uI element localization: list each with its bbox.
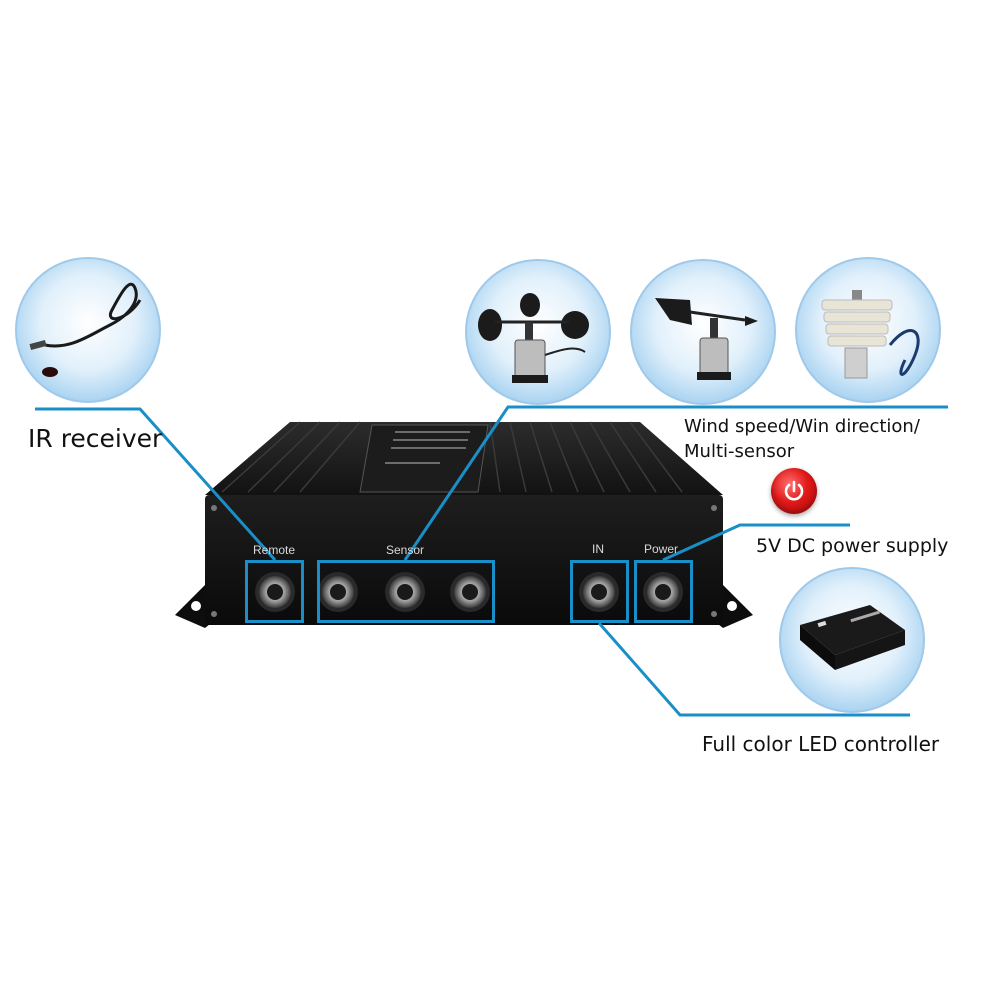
connector-sensor-3 [450, 572, 490, 612]
power-supply-label: 5V DC power supply [756, 535, 949, 557]
ir-receiver-circle [15, 257, 161, 403]
multi-sensor-circle [795, 257, 941, 403]
leader-controller [597, 622, 910, 717]
wind-direction-sensor-circle [630, 259, 776, 405]
wind-sensor-label-line1: Wind speed/Win direction/ [684, 416, 920, 437]
ir-receiver-label: IR receiver [28, 424, 163, 453]
port-label-remote: Remote [253, 543, 296, 557]
power-port-highlight [634, 560, 693, 623]
connector-in [579, 572, 619, 612]
leader-ir-receiver [35, 407, 277, 561]
port-label-sensor: Sensor [386, 543, 425, 557]
power-icon [771, 468, 817, 514]
wind-speed-sensor-circle [465, 259, 611, 405]
led-controller-circle [779, 567, 925, 713]
in-port-highlight [570, 560, 629, 623]
connector-sensor-2 [385, 572, 425, 612]
connector-sensor-1 [318, 572, 358, 612]
wind-sensor-label-line2: Multi-sensor [684, 441, 795, 462]
wind-sensor-label: Wind speed/Win direction/ Multi-sensor [684, 414, 984, 464]
leader-lines [35, 405, 948, 717]
port-label-power: Power [644, 542, 679, 556]
sensor-ports-highlight [317, 560, 495, 623]
leader-sensor [403, 405, 948, 561]
remote-port-highlight [245, 560, 304, 623]
port-label-in: IN [592, 542, 604, 556]
connector-remote [255, 572, 295, 612]
controller-label: Full color LED controller [702, 732, 940, 756]
connector-power [643, 572, 683, 612]
leader-power [662, 523, 850, 562]
